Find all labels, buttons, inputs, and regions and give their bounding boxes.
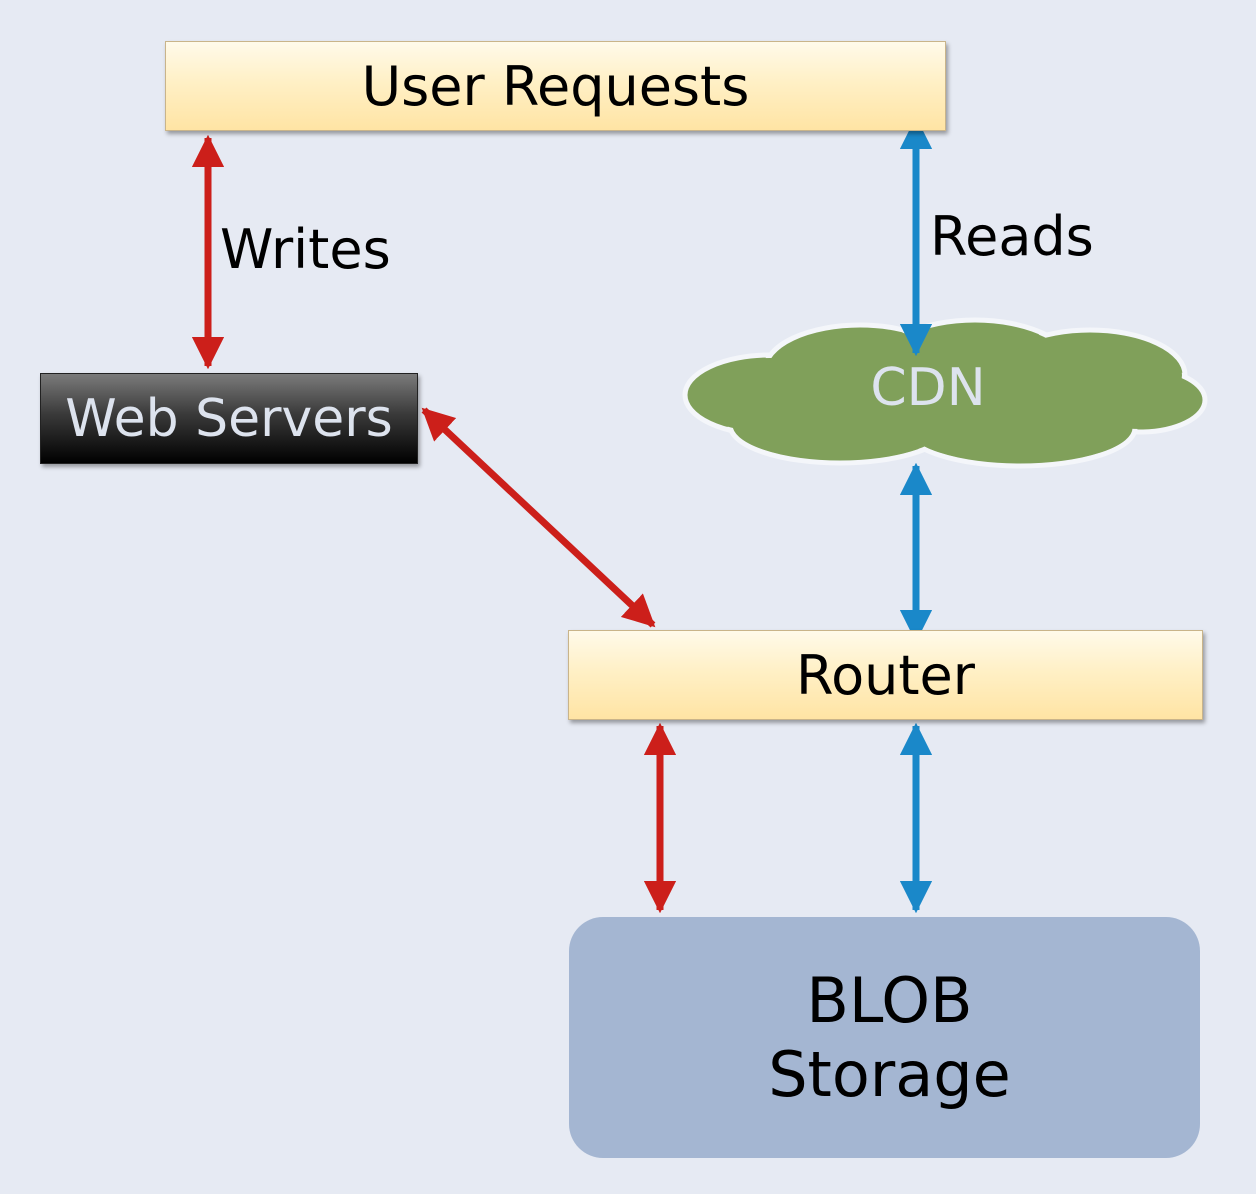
arrow-webservers-router [421,407,656,628]
cdn-label: CDN [870,358,986,418]
blob-storage-label-line1: BLOB [806,963,973,1037]
user-requests-label: User Requests [361,54,750,118]
cdn-cloud [682,317,1208,469]
reads-label: Reads [930,205,1094,268]
router-label: Router [796,643,975,707]
web-servers-label: Web Servers [65,388,393,449]
blob-storage-label-line2: Storage [768,1037,1011,1111]
blob-storage-node: BLOB Storage [569,917,1200,1158]
router-node: Router [568,630,1203,720]
web-servers-node: Web Servers [40,373,418,464]
writes-label: Writes [220,218,391,281]
user-requests-node: User Requests [165,41,946,131]
